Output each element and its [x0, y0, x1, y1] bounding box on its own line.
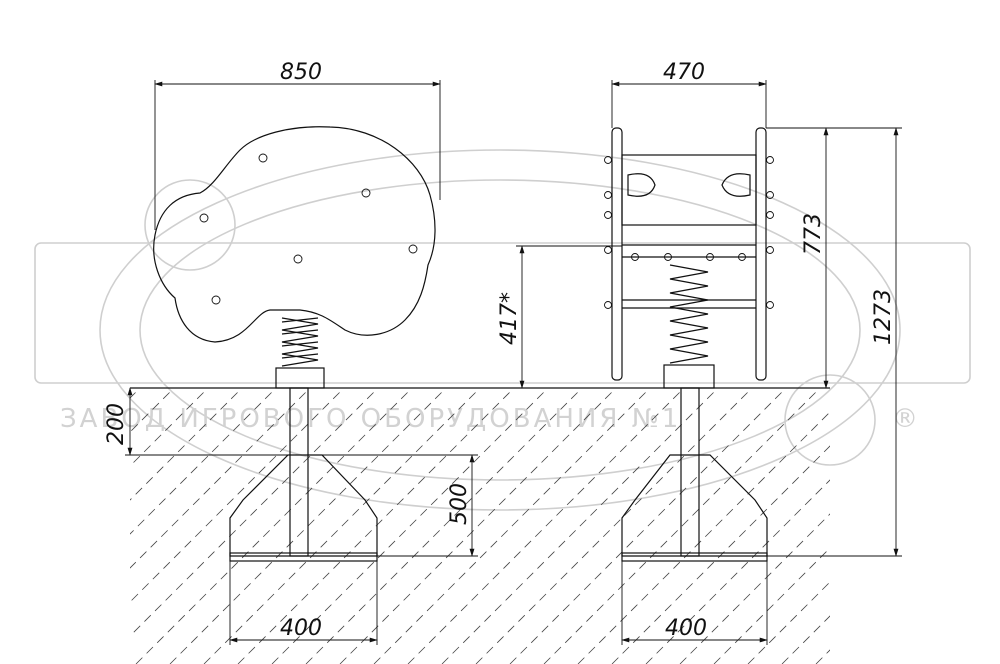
- handle-left: [627, 173, 656, 197]
- hatch-line: [918, 388, 1000, 664]
- front-foundation: [229, 454, 378, 557]
- handle-right: [721, 173, 751, 197]
- hatch-line: [441, 388, 719, 664]
- dim-side-base: 400: [665, 616, 707, 641]
- dim-side-width: 470: [663, 60, 705, 85]
- side-foundation: [621, 454, 768, 557]
- hatch-line: [130, 388, 277, 535]
- front-spring: [281, 317, 319, 367]
- side-base-plate: [663, 364, 715, 389]
- hatch-line: [130, 388, 345, 603]
- hatch-line: [986, 388, 1000, 664]
- hatch-line: [952, 388, 1000, 664]
- hatch-line: [747, 581, 830, 664]
- hatch-line: [203, 388, 481, 664]
- front-base-plate: [275, 367, 325, 389]
- hatch-line: [577, 411, 830, 664]
- dim-front-width: 850: [280, 60, 322, 85]
- dim-total-height: 1273: [871, 289, 896, 345]
- side-spring: [669, 264, 709, 364]
- dim-front-base: 400: [280, 616, 322, 641]
- hatch-line: [543, 388, 821, 664]
- hatch-line: [130, 388, 379, 637]
- car-seat-panel: [153, 126, 436, 343]
- hatch-line: [679, 513, 830, 664]
- hatch-line: [611, 445, 830, 664]
- hatch-line: [475, 388, 753, 664]
- dimension-labels: 850 470 400 400 200 500 417* 773 1273: [104, 60, 896, 641]
- side-left-panel: [611, 127, 623, 381]
- side-view: [604, 127, 774, 562]
- side-foundation-plate: [621, 552, 768, 562]
- hatch-line: [509, 388, 787, 664]
- dim-above-foundation: 200: [104, 403, 129, 445]
- dim-spring-height: 417*: [497, 292, 522, 345]
- ground-hatch: [130, 388, 1000, 664]
- side-bolts: [604, 156, 774, 309]
- side-right-panel: [755, 127, 767, 381]
- dim-foundation-depth: 500: [447, 483, 472, 525]
- hatch-line: [339, 388, 617, 664]
- hatch-line: [237, 388, 515, 664]
- front-foundation-plate: [229, 552, 378, 562]
- bolt-holes: [199, 153, 418, 305]
- side-seat: [621, 154, 757, 226]
- dim-seat-height: 773: [801, 213, 826, 255]
- hatch-line: [407, 388, 685, 664]
- hatch-line: [850, 388, 1000, 664]
- hatch-line: [713, 547, 830, 664]
- hatch-line: [781, 615, 830, 664]
- side-post: [680, 387, 700, 557]
- hatch-line: [305, 388, 583, 664]
- front-view: [153, 126, 436, 562]
- hatch-line: [373, 388, 651, 664]
- hatch-line: [135, 388, 413, 664]
- dimension-lines: [125, 80, 902, 645]
- hatch-line: [130, 388, 311, 569]
- hatch-line: [271, 388, 549, 664]
- hatch-line: [645, 479, 830, 664]
